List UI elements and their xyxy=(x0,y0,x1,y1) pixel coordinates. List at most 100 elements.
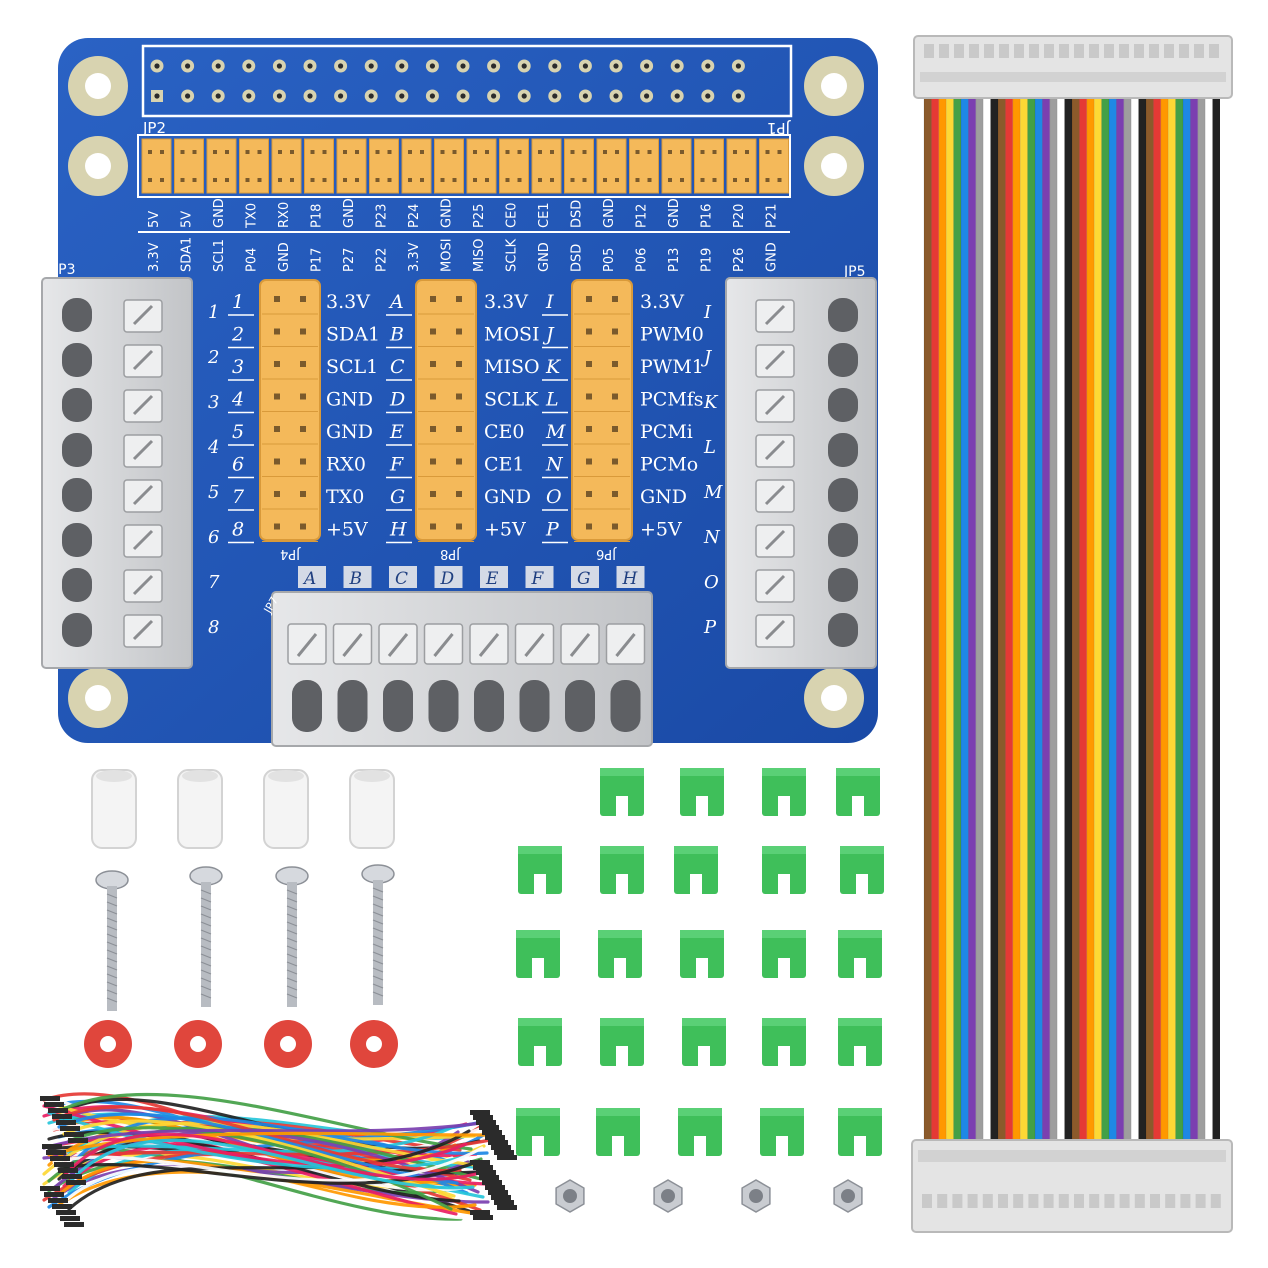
lever-slot xyxy=(764,484,786,506)
ribbon-wire xyxy=(1057,96,1065,1142)
header-pin xyxy=(745,178,749,182)
gpio-hole xyxy=(613,93,619,99)
row-signal-label: PCMo xyxy=(640,454,698,476)
ribbon-wire xyxy=(1146,96,1154,1142)
header-pin xyxy=(612,328,618,335)
lever-slot xyxy=(764,574,786,596)
wire-entry-hole xyxy=(519,680,550,732)
row-signal-label: GND xyxy=(326,421,373,443)
row-signal-label: GND xyxy=(484,486,531,508)
header-pin xyxy=(274,361,280,367)
header-pin xyxy=(343,150,347,154)
ribbon-wire xyxy=(938,96,947,1142)
ribbon-wire xyxy=(975,96,984,1142)
ribbon-wire xyxy=(1131,96,1139,1142)
screw-thread xyxy=(372,959,384,965)
screw-thread xyxy=(286,977,298,983)
header-pin xyxy=(440,178,445,182)
mounting-hole-center xyxy=(85,685,111,711)
header-pin xyxy=(456,426,462,432)
jumper-cap xyxy=(600,846,644,894)
jumper-slot xyxy=(690,874,702,894)
header-pin xyxy=(300,328,306,335)
header-pin xyxy=(473,178,477,182)
pin-label-bottom: P13 xyxy=(667,248,682,272)
orange-jumper-header xyxy=(239,138,269,194)
ribbon-wire xyxy=(1197,96,1206,1142)
row-signal-label: PCMi xyxy=(640,421,693,443)
row-signal-label: MISO xyxy=(484,356,540,378)
ribbon-wire xyxy=(1072,96,1080,1142)
wire-pin-end xyxy=(473,1165,493,1170)
right-terminal-letter: P xyxy=(703,617,717,638)
header-pin xyxy=(343,178,347,182)
connector-slot xyxy=(999,44,1009,58)
gpio-hole xyxy=(552,63,558,69)
jumper-cap xyxy=(674,846,718,894)
wire-pin-end xyxy=(56,1210,76,1215)
header-pin xyxy=(430,491,436,497)
ribbon-connector-bottom xyxy=(911,1139,1233,1233)
screw-thread xyxy=(372,895,384,901)
gpio-hole xyxy=(460,93,466,99)
jumper-slot xyxy=(534,874,546,894)
jumper-slot xyxy=(698,1046,710,1066)
row-index-label: 5 xyxy=(232,421,244,443)
jumper-top-edge xyxy=(762,768,806,776)
connector-slot xyxy=(1165,1194,1176,1208)
screw-thread xyxy=(106,949,118,955)
wire-entry-hole xyxy=(828,568,858,602)
row-index-label: I xyxy=(545,291,554,313)
jumper-slot xyxy=(612,1136,624,1156)
terminal-housing xyxy=(725,277,877,669)
connector-slot xyxy=(1119,1194,1130,1208)
spacer-top xyxy=(96,770,132,782)
jumper-wire xyxy=(57,1159,481,1185)
header-pin xyxy=(420,178,424,182)
screw-thread xyxy=(200,897,212,903)
orange-jumper-header xyxy=(629,138,659,194)
row-signal-label: SCL1 xyxy=(326,356,378,378)
lever-slot xyxy=(615,633,636,657)
header-pin xyxy=(225,150,229,154)
header-pin xyxy=(517,178,522,182)
row-index-label: N xyxy=(545,454,564,476)
lever-slot xyxy=(764,304,786,326)
connector-slot xyxy=(1134,1194,1145,1208)
gpio-hole xyxy=(582,93,589,99)
ribbon-wire xyxy=(1027,96,1035,1142)
wire-entry-hole xyxy=(62,523,92,557)
pin-label-top: GND xyxy=(667,198,682,228)
right-terminal-letter: N xyxy=(703,527,721,548)
screw-shaft xyxy=(107,886,117,1011)
header-pin xyxy=(408,178,412,182)
mounting-hole-center xyxy=(821,685,847,711)
jumper-cap xyxy=(596,1108,640,1156)
header-pin xyxy=(612,458,618,465)
jumper-top-edge xyxy=(680,768,724,776)
header-pin xyxy=(456,458,462,465)
spacer-top xyxy=(354,770,390,782)
right-terminal-letter: I xyxy=(703,302,712,323)
jumper-wire xyxy=(42,1104,468,1168)
pin-label-top: P23 xyxy=(375,204,390,228)
ribbon-wire xyxy=(961,96,969,1142)
ribbon-wire xyxy=(931,96,939,1142)
wire-pin-end xyxy=(470,1160,490,1165)
jumper-slot xyxy=(854,958,866,978)
ribbon-wire xyxy=(1020,96,1028,1142)
connector-slot xyxy=(1194,44,1204,58)
header-pin xyxy=(192,178,197,182)
breakout-header-outline xyxy=(137,134,791,198)
gpio-hole xyxy=(215,93,221,99)
screws xyxy=(95,864,395,1011)
ribbon-wire xyxy=(1064,96,1072,1142)
header-pin xyxy=(505,178,510,182)
header-pin xyxy=(668,178,672,182)
gpio-hole xyxy=(154,93,160,99)
jumper-wire xyxy=(67,1126,453,1211)
screw-thread xyxy=(286,921,298,927)
header-pin xyxy=(550,178,554,182)
ribbon-wire xyxy=(1190,96,1198,1142)
